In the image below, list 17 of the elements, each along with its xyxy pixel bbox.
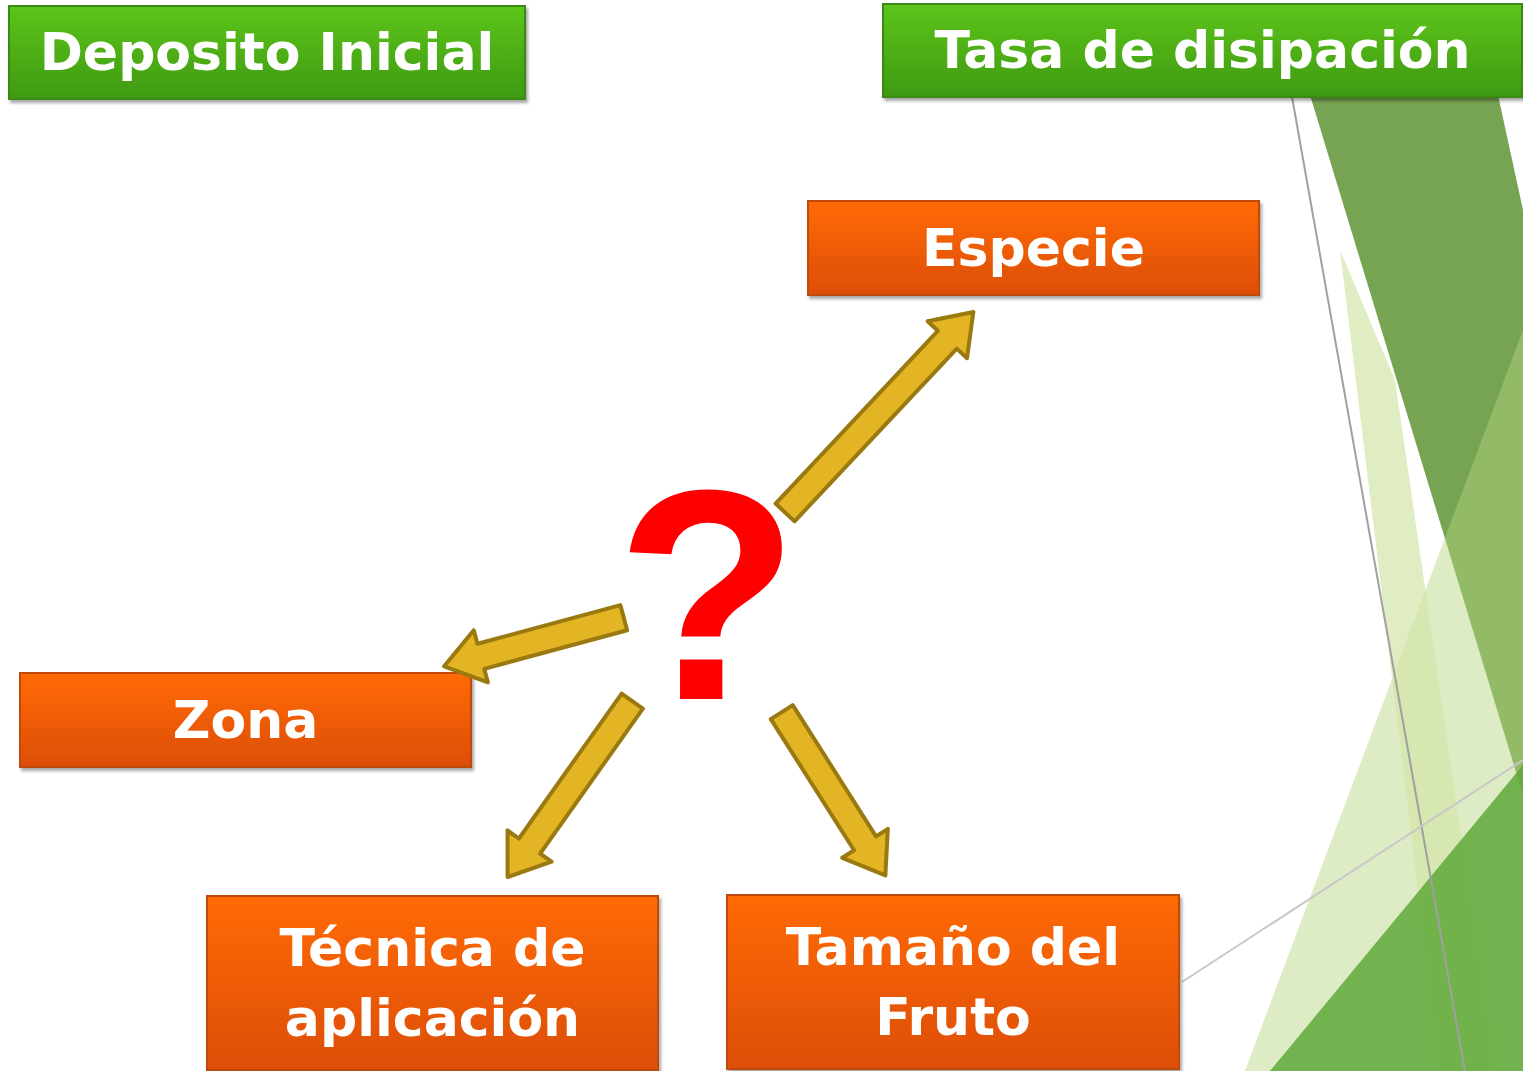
- block-arrow: [773, 310, 976, 524]
- block-arrow: [505, 691, 645, 880]
- title-banner: [882, 3, 1523, 98]
- box-label: Tasa de disipación: [934, 19, 1471, 83]
- factor-box: [19, 672, 472, 768]
- box-label: Deposito Inicial: [39, 21, 495, 85]
- factor-box: [206, 895, 659, 1071]
- box-label: Tamaño del Fruto: [784, 915, 1122, 1049]
- factor-box: [726, 894, 1180, 1070]
- factor-box: [807, 200, 1260, 296]
- question-mark: ?: [615, 445, 800, 745]
- block-arrow: [768, 703, 890, 878]
- title-banner: [8, 5, 526, 100]
- box-label: Especie: [922, 216, 1145, 280]
- block-arrow: [442, 603, 630, 685]
- box-label: Técnica de aplicación: [278, 916, 587, 1050]
- box-label: Zona: [172, 688, 319, 752]
